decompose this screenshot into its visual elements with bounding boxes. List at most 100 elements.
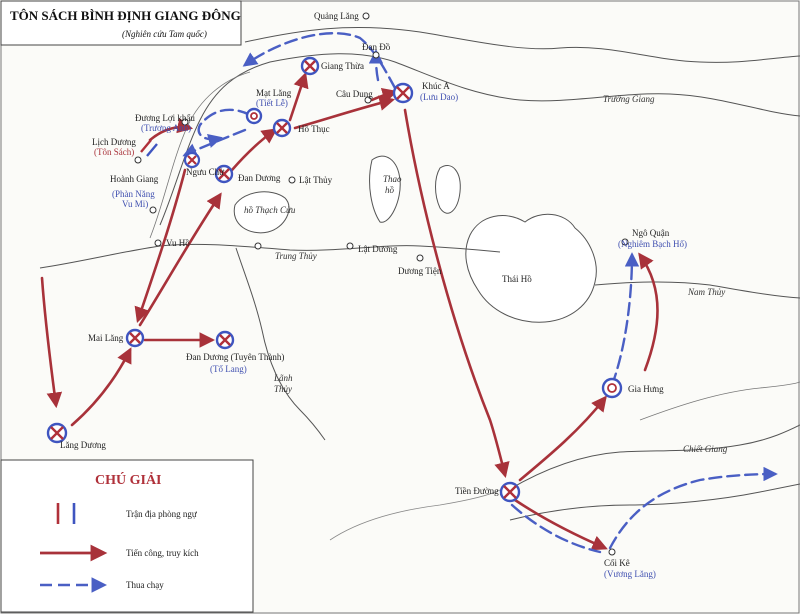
attack-lang-duong-to-mai-lang	[70, 347, 132, 427]
legend-attack-label: Tiến công, truy kích	[126, 548, 199, 558]
retreat-gia-hung-to-ngo-quan	[610, 252, 640, 387]
label-ho-thach-cuu: hồ Thạch Cửu	[244, 205, 296, 215]
label-lat-thuy: Lật Thủy	[299, 175, 333, 185]
label-thao-ho-1: Thao	[383, 174, 402, 184]
defense-bars-lich-duong	[140, 139, 158, 157]
label-dan-duong-tuyen-thanh: Đan Dương (Tuyên Thành)	[186, 352, 284, 362]
label-duong-loi-khau-commander: (Trương Anh)	[141, 123, 191, 133]
town-dot-trung	[254, 242, 262, 250]
besieged-marker-gia-hung	[601, 377, 623, 399]
map-title: TÔN SÁCH BÌNH ĐỊNH GIANG ĐÔNG	[10, 8, 241, 23]
attack-tien-duong-to-gia-hung	[518, 395, 607, 482]
label-gia-hung: Gia Hưng	[628, 384, 664, 394]
battle-marker-ho-thuc	[272, 118, 292, 138]
legend-retreat-label: Thua chạy	[126, 580, 164, 590]
nam-thuy-river	[594, 281, 800, 299]
label-cau-dung: Câu Dung	[336, 89, 373, 99]
label-nam-thuy: Nam Thủy	[687, 287, 725, 297]
town-dot-lat-duong	[346, 242, 354, 250]
attack-khuc-a-to-tien-duong	[403, 108, 510, 479]
label-thai-ho: Thái Hồ	[502, 274, 532, 284]
town-dot-lich-duong	[134, 156, 142, 164]
label-khuc-a: Khúc A	[422, 81, 450, 91]
battle-marker-dan-duong	[214, 164, 234, 184]
label-mat-lang-commander: (Tiết Lễ)	[256, 98, 288, 108]
battle-markers	[46, 56, 623, 503]
attack-ho-thuc-to-giang-thua	[288, 72, 309, 122]
attack-west-to-lang-duong	[40, 276, 63, 409]
label-ngo-quan: Ngô Quận	[632, 228, 670, 238]
label-dan-duong: Đan Dương	[238, 173, 281, 183]
attack-gia-hung-to-ngo-quan	[638, 252, 659, 372]
attack-dan-duong-to-ho-thuc	[230, 128, 278, 172]
chiet-giang-south-bank	[509, 483, 800, 521]
label-lang-duong: Lăng Dương	[60, 440, 106, 450]
label-dan-do: Đan Đồ	[362, 42, 391, 52]
label-hoanh-giang-commander: (Phàn Năng	[112, 189, 155, 199]
label-tien-duong: Tiền Đường	[455, 486, 499, 496]
label-khuc-a-commander: (Lưu Dao)	[420, 92, 458, 102]
label-ho-thuc: Hồ Thục	[298, 124, 330, 134]
title-box	[0, 0, 242, 46]
label-thao-ho-2: hồ	[385, 185, 395, 195]
town-dot-duong-loi-khau	[181, 118, 189, 126]
label-lat-duong: Lật Dương	[358, 244, 398, 254]
thai-ho-lake	[465, 213, 597, 323]
label-quang-lang: Quảng Lăng	[314, 11, 359, 21]
label-duong-tien: Dương Tiện	[398, 266, 442, 276]
attack-lich-duong-crossing	[148, 117, 194, 142]
legend-defense-symbol	[56, 503, 76, 524]
town-dot-quang-lang	[362, 12, 370, 20]
town-dot-cau-dung	[364, 96, 372, 104]
trung-thuy-river	[39, 243, 501, 269]
chiet-giang-north-bank	[499, 424, 800, 496]
label-truong-giang: Trường Giang	[603, 94, 655, 104]
retreat-mat-lang-loop	[197, 108, 252, 148]
estuary-east-coast	[639, 381, 800, 421]
label-trung-thuy: Trung Thủy	[275, 251, 317, 261]
label-lich-duong: Lịch Dương	[92, 137, 136, 147]
attack-tien-duong-to-coi-ke	[513, 498, 608, 551]
label-lanh-thuy-2: Thủy	[274, 384, 292, 394]
town-dot-coi-ke	[608, 548, 616, 556]
label-mat-lang: Mạt Lăng	[256, 88, 292, 98]
label-hoanh-giang-commander-2: Vu Mi)	[122, 199, 148, 209]
label-hoanh-giang: Hoành Giang	[110, 174, 159, 184]
label-nguu-chu: Ngưu Chử	[186, 167, 225, 177]
battle-marker-lang-duong	[46, 422, 68, 444]
attack-nguu-chu-to-mai-lang	[134, 168, 187, 323]
label-vu-ho: Vu Hồ	[166, 238, 190, 248]
legend-box	[0, 459, 254, 613]
legend: CHÚ GIẢI Trận địa phòng ngự Tiến công, t…	[0, 459, 254, 613]
battle-marker-khuc-a	[392, 82, 414, 104]
hills-south	[329, 489, 501, 541]
attack-mai-lang-to-dan-duong	[138, 192, 222, 327]
label-chiet-giang: Chiết Giang	[683, 444, 728, 454]
map-subtitle: (Nghiên cứu Tam quốc)	[122, 29, 207, 39]
label-lanh-thuy-1: Lãnh	[273, 373, 293, 383]
battle-marker-mai-lang	[125, 328, 145, 348]
battle-marker-nguu-chu	[183, 151, 201, 169]
town-dot-hoanh-giang	[149, 206, 157, 214]
label-ngo-quan-commander: (Nghiêm Bạch Hổ)	[618, 239, 687, 249]
town-dots	[134, 12, 629, 556]
attack-routes	[40, 72, 659, 551]
town-dot-lat-thuy	[288, 176, 296, 184]
retreat-tien-duong-to-coi-ke	[510, 503, 602, 554]
battle-marker-giang-thua	[300, 56, 320, 76]
label-giang-thua: Giang Thừa	[321, 61, 364, 71]
truong-giang-north-bank	[244, 27, 800, 63]
label-coi-ke: Cối Kê	[604, 558, 630, 568]
truong-giang-south-bank	[159, 53, 800, 226]
town-dot-ngo-quan	[621, 238, 629, 246]
label-mai-lang: Mai Lăng	[88, 333, 124, 343]
label-coi-ke-commander: (Vương Lăng)	[604, 569, 656, 579]
besieged-marker-mat-lang	[245, 107, 263, 125]
retreat-coi-ke-to-sea	[608, 466, 778, 550]
retreat-khuc-a-to-quang-lang	[242, 32, 397, 90]
town-dot-duong-tien	[416, 254, 424, 262]
town-dot-vu-ho	[154, 239, 162, 247]
